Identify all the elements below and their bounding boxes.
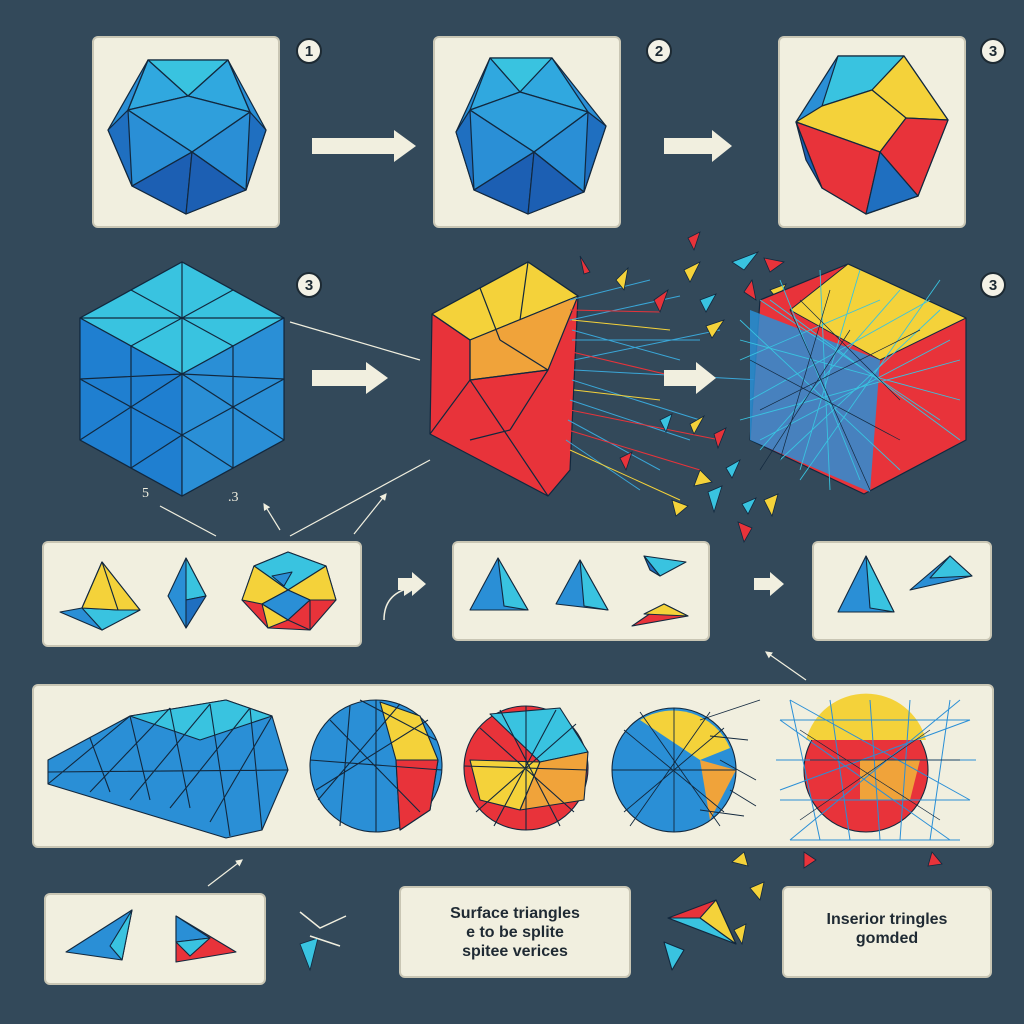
result-triangle-1 <box>837 555 895 613</box>
result-triangle-2 <box>909 555 973 591</box>
surface-caption-line-3: spitee verices <box>462 943 568 960</box>
bottom-triangle-1 <box>65 909 133 961</box>
arrow-cube-to-split <box>312 362 388 394</box>
wire-cube-mesh-row <box>776 693 976 841</box>
connector-lines <box>159 321 807 887</box>
arrow-split-to-wire <box>664 362 716 394</box>
tetra-icon-1 <box>59 561 141 631</box>
bottom-left-triangles-panel <box>44 893 266 985</box>
split-triangle-1 <box>469 557 529 611</box>
split-triangle-2 <box>555 559 609 611</box>
cube-mesh <box>79 261 285 497</box>
surface-triangles-caption: Surface triangles e to be splite spitee … <box>402 904 628 961</box>
cluster-icon <box>241 551 337 631</box>
result-triangles-panel <box>812 541 992 641</box>
bottom-shards <box>299 851 943 972</box>
interior-caption-line-2: gomded <box>855 930 919 947</box>
red-triangle-shard <box>663 899 737 971</box>
polyhedron-mesh-step-2 <box>455 57 607 215</box>
sphere-mesh-2 <box>463 705 589 831</box>
split-triangle-3 <box>643 555 687 577</box>
cone-mesh <box>47 699 289 839</box>
label-three: .3 <box>228 490 239 505</box>
arrow-split-to-result <box>754 572 784 596</box>
interior-caption-line-1: Inserior tringles <box>826 911 948 928</box>
diamond-icon <box>167 557 207 629</box>
flying-triangle-shards <box>579 231 787 544</box>
step-badge-2: 2 <box>646 38 672 64</box>
surface-caption-line-2: e to be splite <box>466 924 564 941</box>
interior-triangles-caption: Inserior tringles gomded <box>786 910 988 948</box>
step-badge-3-top: 3 <box>980 38 1006 64</box>
arrow-step-2-to-3 <box>664 130 732 162</box>
step-badge-3-middle-right: 3 <box>980 272 1006 298</box>
sphere-mesh-1 <box>309 699 443 833</box>
polyhedron-mesh-step-1 <box>107 59 267 215</box>
step-badge-1: 1 <box>296 38 322 64</box>
surface-caption-line-1: Surface triangles <box>450 905 580 922</box>
bottom-triangle-2 <box>175 915 237 963</box>
arrow-small-top-left-types <box>398 572 426 596</box>
arrow-step-1-to-2 <box>312 130 416 162</box>
wireframe-cube-mesh <box>739 263 967 495</box>
step-badge-3-middle-left: 3 <box>296 272 322 298</box>
wire-sphere-mesh <box>611 699 761 833</box>
surface-caption-panel <box>399 886 631 978</box>
label-five: 5 <box>142 486 149 501</box>
split-triangle-4 <box>631 603 689 627</box>
interior-caption-panel <box>782 886 992 978</box>
splitting-cube-mesh <box>429 261 579 497</box>
polyhedron-mesh-step-3 <box>795 55 949 215</box>
